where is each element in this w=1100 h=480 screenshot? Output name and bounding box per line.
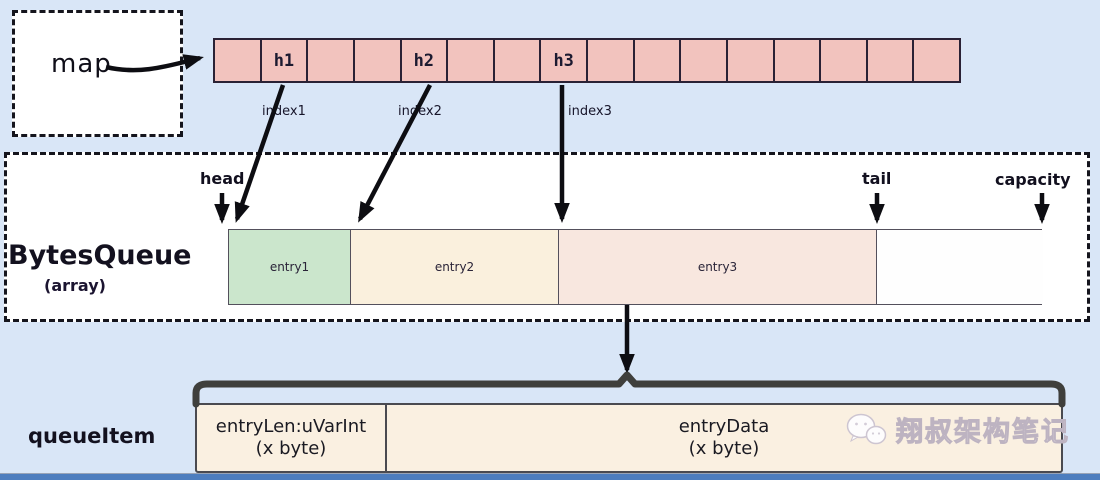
hash-cell-h2: h2 — [401, 40, 449, 81]
watermark-text: 翔叔架构笔记 — [896, 417, 1070, 449]
hash-cell — [774, 40, 822, 81]
index2-label: index2 — [398, 104, 442, 119]
watermark: 翔叔架构笔记 — [845, 410, 1070, 449]
index3-label: index3 — [568, 104, 612, 119]
hash-cell — [914, 40, 959, 81]
hash-cell-h3: h3 — [541, 40, 588, 81]
queueitem-box: entryLen:uVarInt (x byte) entryData (x b… — [195, 403, 1063, 473]
queue-segment-entry3: entry3 — [559, 230, 877, 304]
hash-cell-h1: h1 — [261, 40, 309, 81]
hash-cell — [681, 40, 728, 81]
entrydata-line1: entryData — [678, 415, 770, 437]
wechat-chat-bubbles-icon — [846, 413, 887, 444]
hash-cell — [308, 40, 355, 81]
entrydata-field: entryData (x byte) — [387, 405, 1061, 471]
hash-cell — [727, 40, 775, 81]
queueitem-bracket — [192, 371, 1066, 408]
queue-segment-entry1: entry1 — [229, 230, 351, 304]
hash-array: h1 h2 h3 — [213, 38, 961, 83]
hash-cell — [448, 40, 495, 81]
entrylen-line1: entryLen:uVarInt — [215, 415, 367, 437]
index1-label: index1 — [262, 104, 306, 119]
capacity-label: capacity — [995, 170, 1071, 189]
entrylen-field: entryLen:uVarInt (x byte) — [197, 405, 387, 471]
tail-label: tail — [862, 169, 892, 188]
queue-segment-entry2: entry2 — [351, 230, 559, 304]
hash-cell — [588, 40, 635, 81]
hash-cell — [494, 40, 542, 81]
hash-cell — [867, 40, 915, 81]
hash-cell — [821, 40, 868, 81]
map-label: map — [51, 49, 112, 79]
map-box: map — [12, 10, 183, 137]
queueitem-label: queueItem — [28, 424, 156, 448]
bottom-strip — [0, 473, 1100, 480]
entrydata-line2: (x byte) — [688, 438, 760, 459]
bytesqueue-title: BytesQueue — [8, 240, 192, 271]
hash-cell — [354, 40, 402, 81]
queue-segment-free — [877, 230, 1043, 304]
hash-cell — [215, 40, 262, 81]
hash-cell — [634, 40, 682, 81]
bytesqueue-subtitle: (array) — [44, 276, 106, 295]
head-label: head — [200, 169, 245, 188]
entrylen-line2: (x byte) — [255, 438, 327, 459]
